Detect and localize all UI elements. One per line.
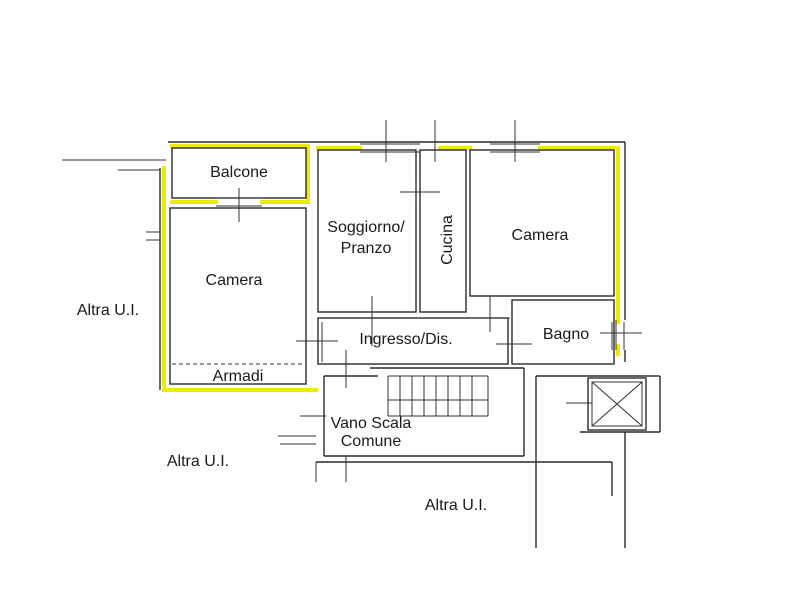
stairs [387, 375, 489, 417]
cucina-label: Cucina [439, 215, 456, 265]
camera-right-room [469, 149, 615, 297]
camera-left-room [169, 207, 307, 385]
unit-boundary [162, 144, 620, 392]
neighbor-bottom-left-label: Altra U.I. [167, 453, 229, 470]
soggiorno-window [360, 120, 420, 162]
neighbor-left-label: Altra U.I. [77, 302, 139, 319]
soggiorno-room [317, 149, 417, 313]
outer-walls [62, 141, 642, 390]
camera-left-label: Camera [206, 272, 263, 289]
lift-shaft [535, 375, 661, 548]
bagno-label: Bagno [543, 326, 589, 343]
balcone-label: Balcone [210, 164, 268, 181]
cucina-door [400, 180, 440, 206]
soggiorno-label-line2: Pranzo [341, 240, 392, 257]
armadi-label: Armadi [213, 368, 264, 385]
soggiorno-label-line1: Soggiorno/ [327, 219, 405, 236]
camera-right-label: Camera [512, 227, 569, 244]
vano-scala [278, 350, 613, 496]
bagno-room [511, 299, 615, 365]
cucina-room [419, 149, 467, 313]
camera-right-window [490, 120, 540, 162]
neighbor-bottom-label: Altra U.I. [425, 497, 487, 514]
balcone-window [216, 188, 262, 222]
vano-scala-label-line2: Comune [341, 433, 402, 450]
vano-scala-label-line1: Vano Scala [331, 415, 412, 432]
ingresso-label: Ingresso/Dis. [359, 331, 452, 348]
